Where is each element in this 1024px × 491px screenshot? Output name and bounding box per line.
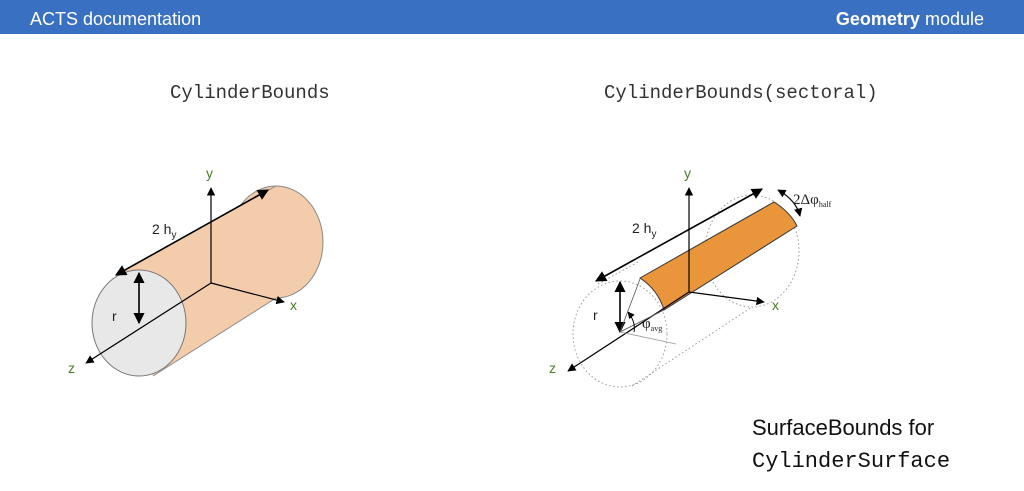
right-axis-z-label: z — [549, 360, 556, 376]
right-sector-strip — [639, 201, 798, 311]
right-length-main: 2 h — [632, 220, 651, 236]
right-radius-label: r — [593, 307, 598, 323]
right-length-label: 2 hy — [632, 220, 656, 240]
right-x-axis — [688, 291, 765, 306]
right-delta-phi-main: 2Δφ — [793, 192, 819, 208]
left-length-sub: y — [171, 230, 176, 241]
left-z-axis — [85, 282, 212, 364]
right-far-cap — [704, 194, 800, 308]
right-radial-line-1 — [619, 278, 641, 333]
right-length-arrow — [595, 188, 763, 282]
left-axis-z-label: z — [68, 360, 75, 376]
left-body-bottom-edge — [152, 297, 277, 377]
right-delta-phi-arc — [777, 189, 803, 217]
header-module-rest: module — [919, 9, 984, 29]
right-z-axis — [567, 291, 690, 372]
left-length-main: 2 h — [152, 221, 171, 237]
left-axis-y-label: y — [206, 165, 213, 181]
left-length-arrow — [115, 189, 269, 276]
header-module-bold: Geometry — [835, 9, 920, 29]
right-axis-x-label: x — [772, 297, 779, 313]
right-cylinder-diagram: y x z r 2 hy φavg 2Δφhalf — [549, 165, 832, 388]
right-front-cap — [572, 280, 668, 388]
left-length-label: 2 hy — [152, 221, 176, 241]
caption-left: CylinderBounds — [170, 82, 330, 104]
header-bar — [0, 0, 1024, 34]
right-phi-reference-line — [619, 331, 677, 345]
header-title: ACTS documentation — [30, 9, 202, 29]
footer-line-1: SurfaceBounds for — [752, 415, 935, 440]
left-x-axis — [210, 282, 285, 305]
footer-line-2: CylinderSurface — [752, 449, 951, 474]
right-delta-phi-sub: half — [819, 200, 832, 209]
left-cylinder-diagram: y x z r 2 hy — [68, 165, 324, 377]
right-phi-arc — [627, 311, 635, 333]
caption-right: CylinderBounds(sectoral) — [604, 82, 878, 104]
right-delta-phi-label: 2Δφhalf — [793, 192, 832, 209]
left-axis-x-label: x — [290, 297, 297, 313]
right-phi-avg-label: φavg — [642, 316, 662, 333]
header-module: Geometry module — [836, 9, 984, 30]
right-phi-avg-symbol: φ — [642, 316, 651, 332]
right-radial-line-2 — [619, 309, 665, 333]
left-radius-label: r — [112, 308, 117, 324]
right-axis-y-label: y — [684, 165, 691, 181]
right-length-sub: y — [651, 229, 656, 240]
right-body-top-edge — [597, 260, 641, 285]
right-phi-avg-sub: avg — [651, 324, 663, 333]
